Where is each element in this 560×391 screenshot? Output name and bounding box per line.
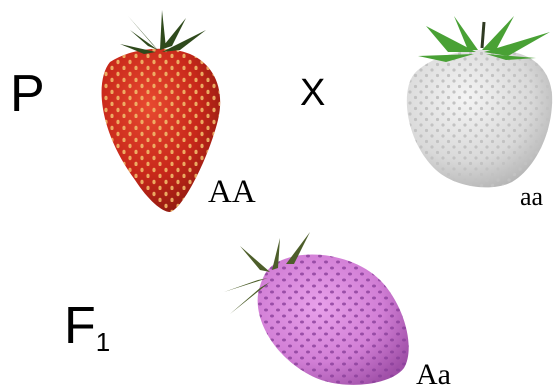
red-parent-genotype: AA bbox=[208, 174, 256, 210]
cross-symbol: X bbox=[300, 72, 326, 114]
f1-subscript: 1 bbox=[95, 327, 111, 357]
offspring-genotype: Aa bbox=[416, 358, 451, 391]
red-strawberry-image bbox=[101, 10, 221, 213]
parental-generation-label: P bbox=[10, 65, 45, 123]
f1-letter: F bbox=[64, 297, 96, 355]
white-parent-genotype: aa bbox=[520, 182, 544, 211]
f1-generation-label: F1 bbox=[64, 297, 110, 355]
white-strawberry-image bbox=[406, 16, 553, 188]
pink-strawberry-image bbox=[224, 232, 409, 385]
